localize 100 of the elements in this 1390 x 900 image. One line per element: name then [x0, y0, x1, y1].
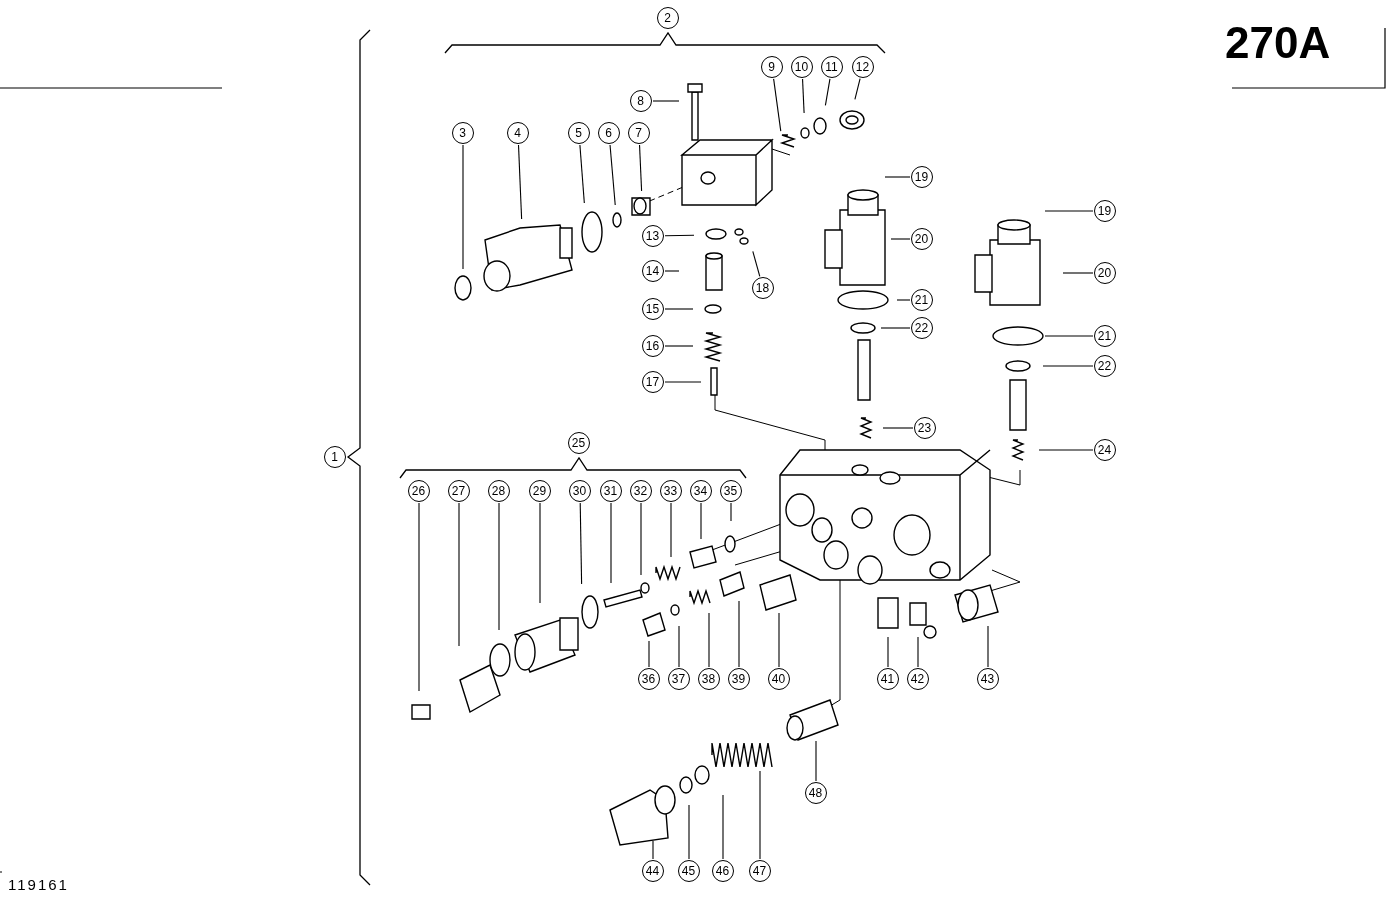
leader-line	[730, 502, 732, 522]
leader-line	[462, 144, 464, 270]
leader-line	[884, 176, 911, 178]
leader-line	[664, 308, 694, 310]
leader-line	[639, 144, 643, 192]
leader-line	[1038, 449, 1094, 451]
leader-line	[678, 625, 680, 668]
leader-line	[609, 144, 616, 206]
callout-number: 14	[641, 259, 664, 282]
callout-number: 35	[719, 479, 742, 502]
leader-line	[648, 640, 650, 668]
leader-line	[640, 502, 642, 576]
callout-number: 44	[641, 859, 664, 882]
leader-line	[458, 502, 460, 647]
leader-line	[652, 100, 680, 102]
callout-number: 12	[851, 55, 874, 78]
leader-line	[752, 250, 761, 277]
callout-number: 28	[487, 479, 510, 502]
callout-number: 3	[451, 121, 474, 144]
callout-number: 18	[751, 276, 774, 299]
callout-number: 16	[641, 334, 664, 357]
leader-line	[759, 770, 761, 860]
leader-line	[887, 636, 889, 668]
callout-number: 47	[748, 859, 771, 882]
callout-number: 24	[1093, 438, 1116, 461]
leader-line	[917, 636, 919, 668]
leader-line	[708, 612, 710, 668]
leader-line	[890, 238, 911, 240]
leader-line	[664, 381, 702, 383]
leader-line	[824, 78, 831, 106]
leader-line	[802, 78, 805, 114]
leader-line	[664, 345, 694, 347]
callout-number: 9	[760, 55, 783, 78]
leader-line	[1042, 365, 1094, 367]
callout-number: 4	[506, 121, 529, 144]
drawing-number: 119161	[8, 876, 69, 893]
leader-line	[670, 502, 672, 558]
callout-number: 33	[659, 479, 682, 502]
callout-number: 26	[407, 479, 430, 502]
leader-line	[773, 78, 782, 132]
callout-number: 41	[876, 667, 899, 690]
leader-line	[722, 794, 724, 860]
callout-number: 19	[910, 165, 933, 188]
callout-number: 7	[627, 121, 650, 144]
leader-line	[882, 427, 914, 429]
callout-number: 43	[976, 667, 999, 690]
leader-line	[880, 327, 911, 329]
callout-number: 38	[697, 667, 720, 690]
leader-line	[498, 502, 500, 631]
callout-number: 22	[1093, 354, 1116, 377]
callout-number: 37	[667, 667, 690, 690]
leader-line	[652, 840, 654, 860]
callout-number: 20	[1093, 261, 1116, 284]
leader-line	[579, 144, 585, 204]
leader-line	[987, 625, 989, 668]
callout-number: 46	[711, 859, 734, 882]
leader-line	[539, 502, 541, 604]
leader-line	[418, 502, 420, 692]
callout-number: 30	[568, 479, 591, 502]
callout-number: 27	[447, 479, 470, 502]
callout-number: 45	[677, 859, 700, 882]
leader-line	[700, 502, 702, 540]
leader-line	[738, 600, 740, 668]
callout-number: 17	[641, 370, 664, 393]
callout-number: 6	[597, 121, 620, 144]
leader-line	[778, 612, 780, 668]
callout-number: 34	[689, 479, 712, 502]
callout-number: 10	[790, 55, 813, 78]
callout-number: 15	[641, 297, 664, 320]
callout-number: 11	[820, 55, 843, 78]
callout-number: 31	[599, 479, 622, 502]
callout-number: 13	[641, 224, 664, 247]
callout-number: 48	[804, 781, 827, 804]
callout-number: 20	[910, 227, 933, 250]
callout-number: 8	[629, 89, 652, 112]
callout-number: 39	[727, 667, 750, 690]
callout-number: 5	[567, 121, 590, 144]
callout-number: 1	[323, 445, 346, 468]
callout-number: 21	[910, 288, 933, 311]
callout-number: 23	[913, 416, 936, 439]
callout-number: 29	[528, 479, 551, 502]
callout-number: 22	[910, 316, 933, 339]
leader-line	[688, 804, 690, 860]
leader-line	[815, 740, 817, 782]
leader-line	[1044, 335, 1094, 337]
callout-number: 2	[656, 6, 679, 29]
leader-line	[896, 299, 911, 301]
page-number: 270A	[1225, 18, 1331, 68]
callout-number: 32	[629, 479, 652, 502]
leader-line	[517, 144, 523, 220]
leader-line	[664, 234, 695, 237]
callout-number: 25	[567, 431, 590, 454]
leader-line	[664, 270, 680, 272]
leader-line	[854, 78, 861, 100]
callout-number: 19	[1093, 199, 1116, 222]
callout-number: 21	[1093, 324, 1116, 347]
leader-line	[1044, 210, 1094, 212]
leader-line	[579, 502, 583, 585]
leader-line	[1062, 272, 1094, 274]
callout-number: 42	[906, 667, 929, 690]
